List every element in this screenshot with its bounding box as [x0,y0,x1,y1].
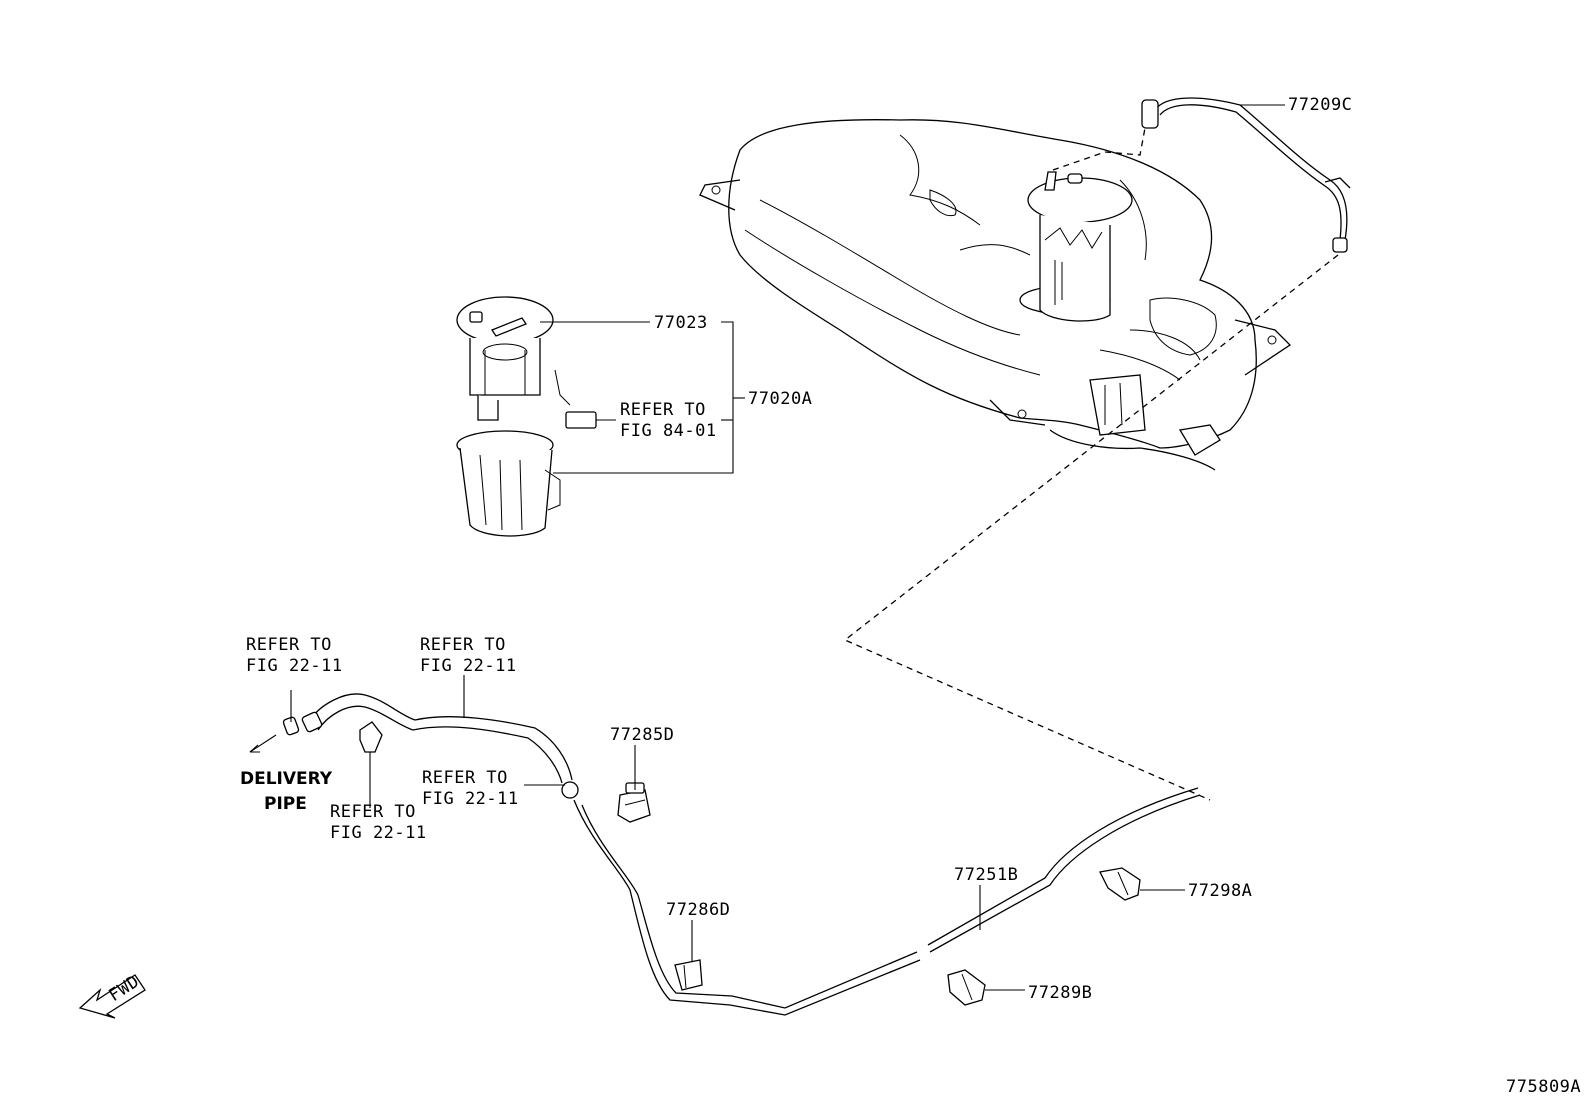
label-77289b: 77289B [1028,983,1092,1003]
label-77251b: 77251B [954,865,1018,885]
label-refer-to-5: REFER TO [330,802,416,822]
label-refer-to-1: REFER TO [620,400,706,420]
label-fig-84-01: FIG 84-01 [620,421,717,441]
label-77209c: 77209C [1288,95,1352,115]
leader-lines [249,104,1285,991]
fwd-arrow-icon [78,974,146,1019]
fuel-pump-assembly-77023 [456,296,597,429]
fuel-tank [699,119,1292,471]
fuel-suction-cup [456,430,561,537]
label-77023: 77023 [654,313,708,333]
wire-harness-77209c [1141,97,1351,253]
label-fig-22-11-b: FIG 22-11 [420,656,517,676]
clip-77286d [674,959,703,991]
label-77020a: 77020A [748,389,812,409]
ref-line-tank-to-pipe [843,254,1339,801]
clip-77285d [617,782,651,823]
figure-id: 775809A [1506,1077,1581,1097]
label-77285d: 77285D [610,725,674,745]
label-fig-22-11-d: FIG 22-11 [330,823,427,843]
label-fig-22-11-c: FIG 22-11 [422,789,519,809]
clip-77298a [1099,867,1141,901]
label-77298a: 77298A [1188,881,1252,901]
label-refer-to-4: REFER TO [422,768,508,788]
label-fig-22-11-a: FIG 22-11 [246,656,343,676]
label-77286d: 77286D [666,900,730,920]
installed-pump-assembly [1027,171,1133,322]
label-refer-to-2: REFER TO [246,635,332,655]
label-refer-to-3: REFER TO [420,635,506,655]
fuel-pipe-assembly [282,693,1201,1016]
ref-line-connector [1052,127,1146,171]
clip-77289b [947,969,986,1006]
label-delivery: DELIVERY [240,769,333,789]
label-pipe: PIPE [264,794,307,814]
